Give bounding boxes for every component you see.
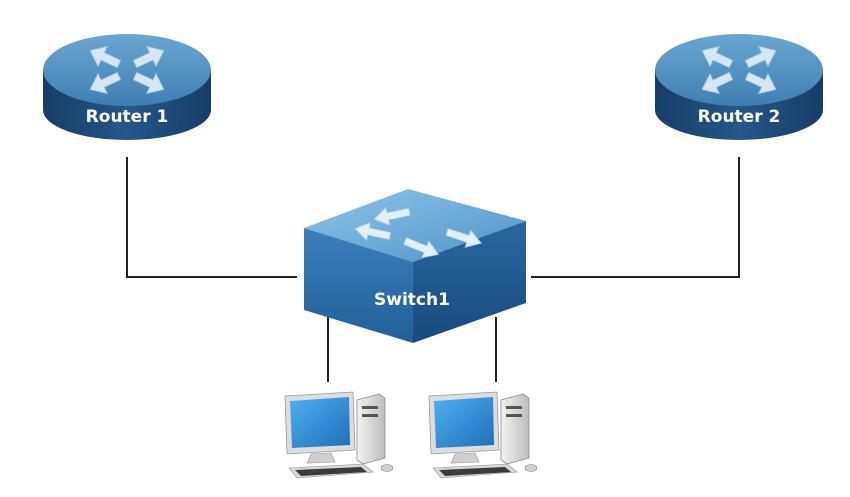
router-2-label: Router 2: [698, 107, 781, 127]
router-1-label: Router 1: [86, 107, 169, 127]
link-router1-switch: [126, 157, 297, 278]
link-router2-switch: [531, 157, 740, 278]
router-1[interactable]: Router 1: [43, 34, 211, 140]
pc-1[interactable]: [284, 391, 394, 479]
switch1[interactable]: Switch1: [304, 189, 526, 343]
desktop-pc-icon: [284, 391, 394, 479]
router-2[interactable]: Router 2: [655, 34, 823, 140]
links: [126, 157, 740, 382]
desktop-pc-icon: [428, 391, 538, 479]
switch1-label: Switch1: [374, 290, 450, 310]
pc-2[interactable]: [428, 391, 538, 479]
